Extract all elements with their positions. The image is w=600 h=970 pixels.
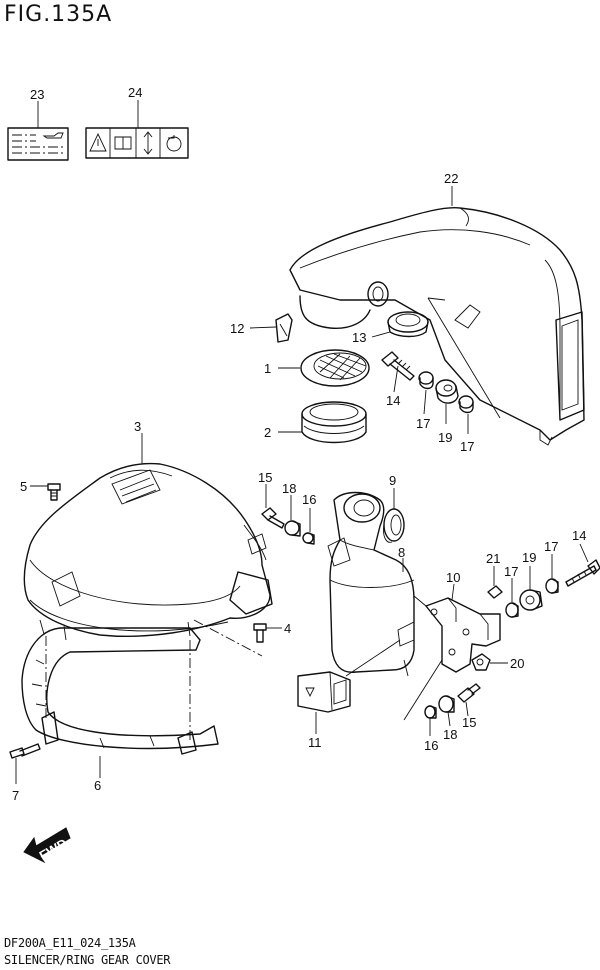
label-23: 23 [30,87,44,102]
label-2: 2 [264,425,271,440]
clip-20 [471,653,491,671]
label-5: 5 [20,479,27,494]
bolt-14-lower [565,559,600,587]
collar-17-lower-left [505,602,519,618]
ring-gear-cover-lower-6 [21,627,219,755]
bolt-21 [487,585,503,599]
bolt-4 [253,623,267,643]
engine-icon [166,135,182,152]
bolt-7 [9,743,41,759]
label-19-upper: 19 [438,430,452,445]
ring-gear-cover-3 [23,462,273,641]
label-15-upper: 15 [258,470,272,485]
label-17-lower-right: 17 [544,539,558,554]
label-6: 6 [94,778,101,793]
label-24: 24 [128,85,142,100]
label-10: 10 [446,570,460,585]
caution-label [85,127,189,159]
label-17-upper-right: 17 [460,439,474,454]
label-16-upper: 16 [302,492,316,507]
clip-12 [275,313,293,343]
bolt-15-lower [457,683,481,703]
label-8: 8 [398,545,405,560]
screen-1 [300,349,370,387]
grommet-19-upper [435,379,459,404]
warning-triangle-icon [89,132,107,152]
collar-17-upper-right [458,395,474,414]
bolt-5 [47,483,61,501]
label-16-lower: 16 [424,738,438,753]
collar-17-lower-right [545,578,559,594]
label-17-upper-left: 17 [416,416,430,431]
forward-arrow-icon: FWD [23,827,71,864]
tilt-arrow-icon [143,131,153,155]
silencer-duct-8 [327,491,415,677]
grommet-13 [387,311,429,338]
oil-label-icon [7,127,69,161]
label-21: 21 [486,551,500,566]
bracket-10 [425,597,501,673]
manual-book-icon [114,136,132,150]
label-1: 1 [264,361,271,376]
grommet-18-lower [438,695,455,713]
label-9: 9 [389,473,396,488]
grommet-19-lower [519,589,543,611]
label-13: 13 [352,330,366,345]
seal-9 [383,508,405,543]
label-18-upper: 18 [282,481,296,496]
label-14-lower: 14 [572,528,586,543]
label-22: 22 [444,171,458,186]
collar-17-upper-left [418,371,434,390]
bolt-14-upper [381,351,415,381]
label-11: 11 [308,735,322,750]
figure-description: SILENCER/RING GEAR COVER [4,953,171,967]
bracket-11 [297,671,351,713]
grommet-18-upper [284,520,301,537]
label-7: 7 [12,788,19,803]
label-18-lower: 18 [443,727,457,742]
seal-ring-2 [301,401,367,444]
label-3: 3 [134,419,141,434]
collar-16-upper [302,532,315,545]
label-14-upper: 14 [386,393,400,408]
label-20: 20 [510,656,524,671]
label-12: 12 [230,321,244,336]
silencer-case [289,206,585,446]
collar-16-lower [424,705,437,719]
label-19-lower: 19 [522,550,536,565]
label-17-lower-left: 17 [504,564,518,579]
model-code: DF200A_E11_024_135A [4,936,136,950]
figure-title: FIG.135A [4,2,113,27]
label-4: 4 [284,621,291,636]
bolt-15-upper [261,507,285,529]
label-15-lower: 15 [462,715,476,730]
